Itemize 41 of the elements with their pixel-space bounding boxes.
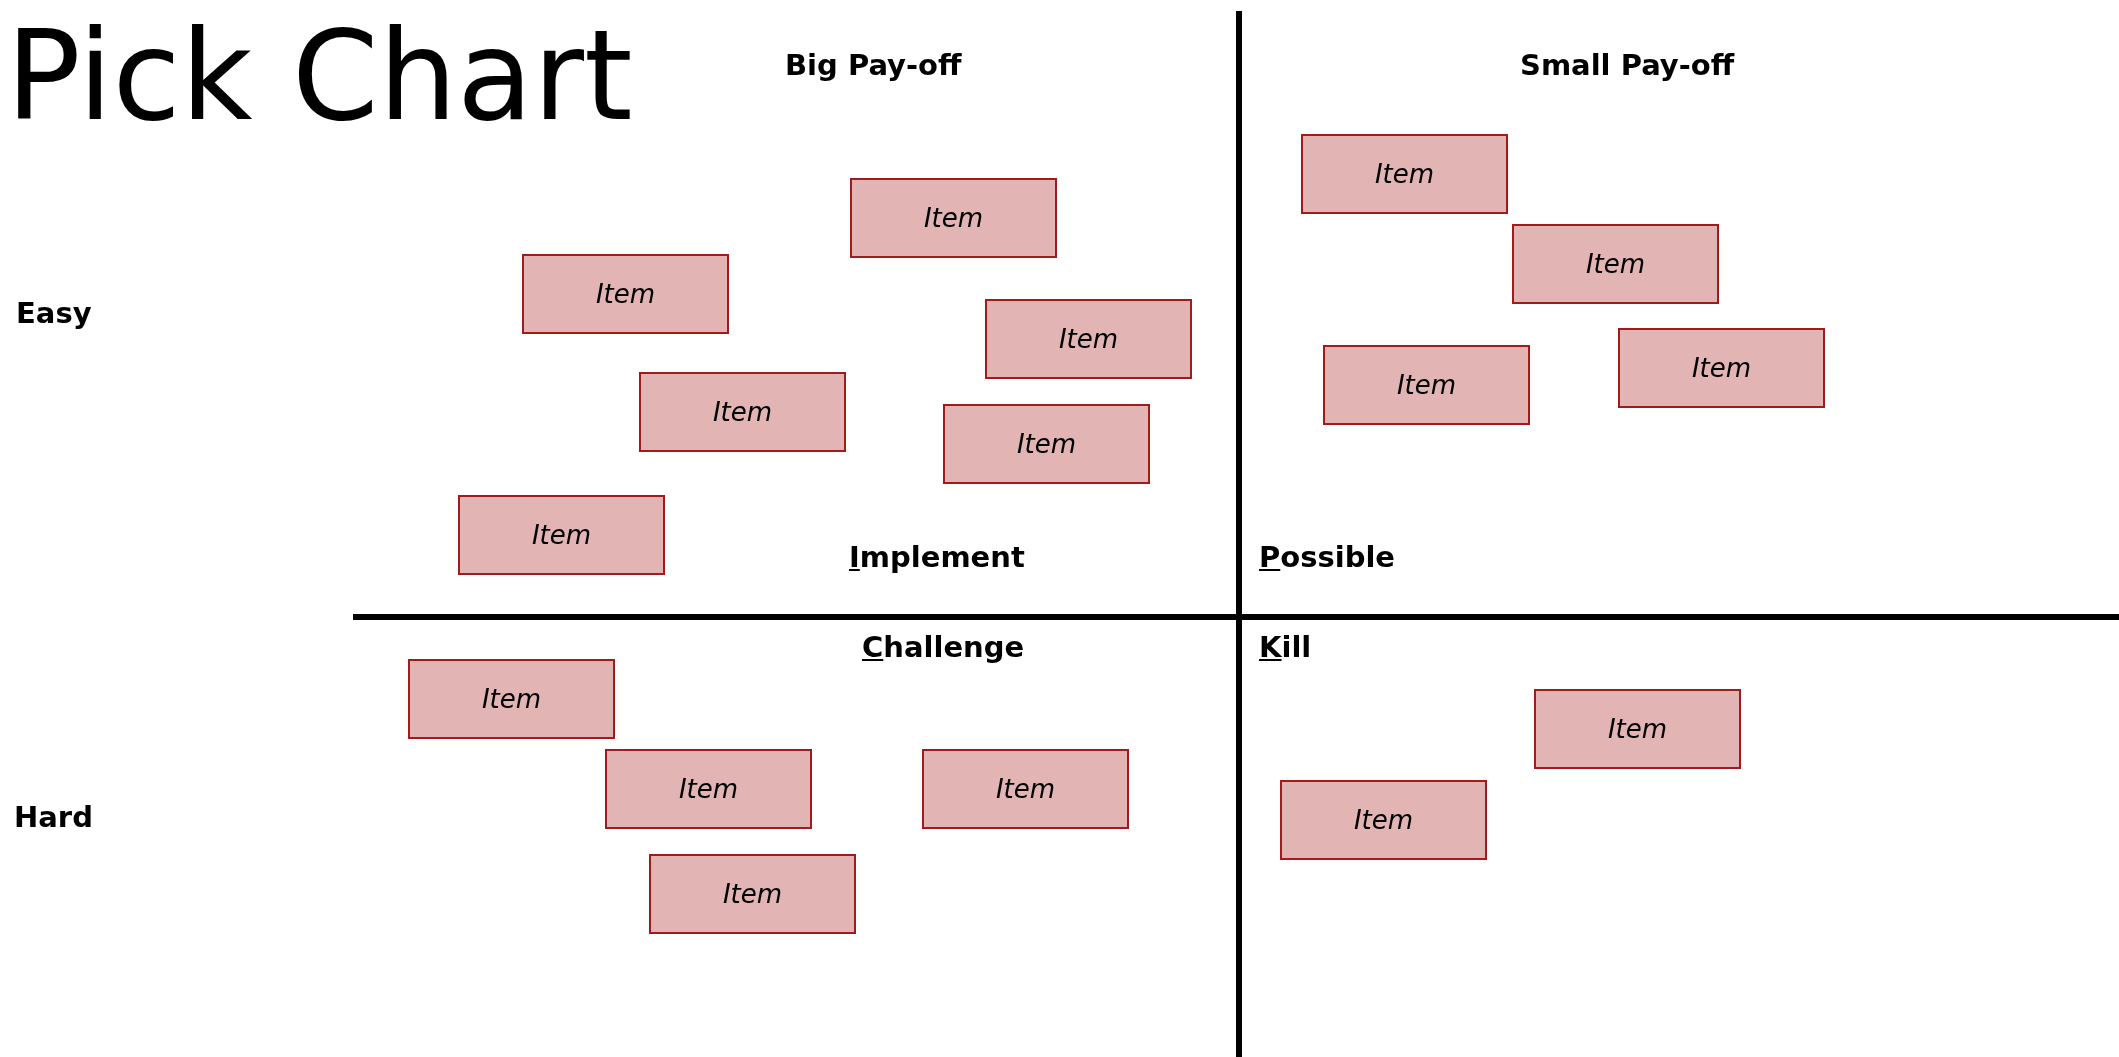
item-card (1280, 780, 1487, 860)
item-card (1534, 689, 1741, 769)
row-heading: Easy (16, 296, 92, 330)
item-card (639, 372, 846, 452)
item-card (943, 404, 1150, 484)
item-card (1618, 328, 1825, 408)
item-card (458, 495, 665, 575)
item-label: Item (531, 520, 592, 550)
item-label: Item (1607, 714, 1668, 744)
quadrant-label: Kill (1259, 630, 1312, 664)
item-label: Item (712, 397, 773, 427)
chart-title: Pick Chart (6, 4, 633, 148)
item-card (922, 749, 1129, 829)
item-label: Item (722, 879, 783, 909)
item-label: Item (1353, 805, 1414, 835)
item-label: Item (1016, 429, 1077, 459)
item-label: Item (1374, 159, 1435, 189)
item-card (649, 854, 856, 934)
item-card (985, 299, 1192, 379)
quadrant-label: Implement (849, 540, 1025, 574)
item-label: Item (1691, 353, 1752, 383)
row-heading: Hard (14, 800, 93, 834)
item-card (605, 749, 812, 829)
item-card (408, 659, 615, 739)
item-label: Item (1058, 324, 1119, 354)
item-label: Item (481, 684, 542, 714)
item-label: Item (923, 203, 984, 233)
item-label: Item (678, 774, 739, 804)
quadrant-label: Possible (1259, 540, 1396, 574)
column-heading: Small Pay-off (1520, 48, 1735, 82)
item-card (522, 254, 729, 334)
item-card (850, 178, 1057, 258)
item-label: Item (1585, 249, 1646, 279)
item-card (1301, 134, 1508, 214)
column-heading: Big Pay-off (785, 48, 962, 82)
item-label: Item (995, 774, 1056, 804)
item-card (1512, 224, 1719, 304)
item-label: Item (595, 279, 656, 309)
item-label: Item (1396, 370, 1457, 400)
item-card (1323, 345, 1530, 425)
quadrant-label: Challenge (862, 630, 1025, 664)
